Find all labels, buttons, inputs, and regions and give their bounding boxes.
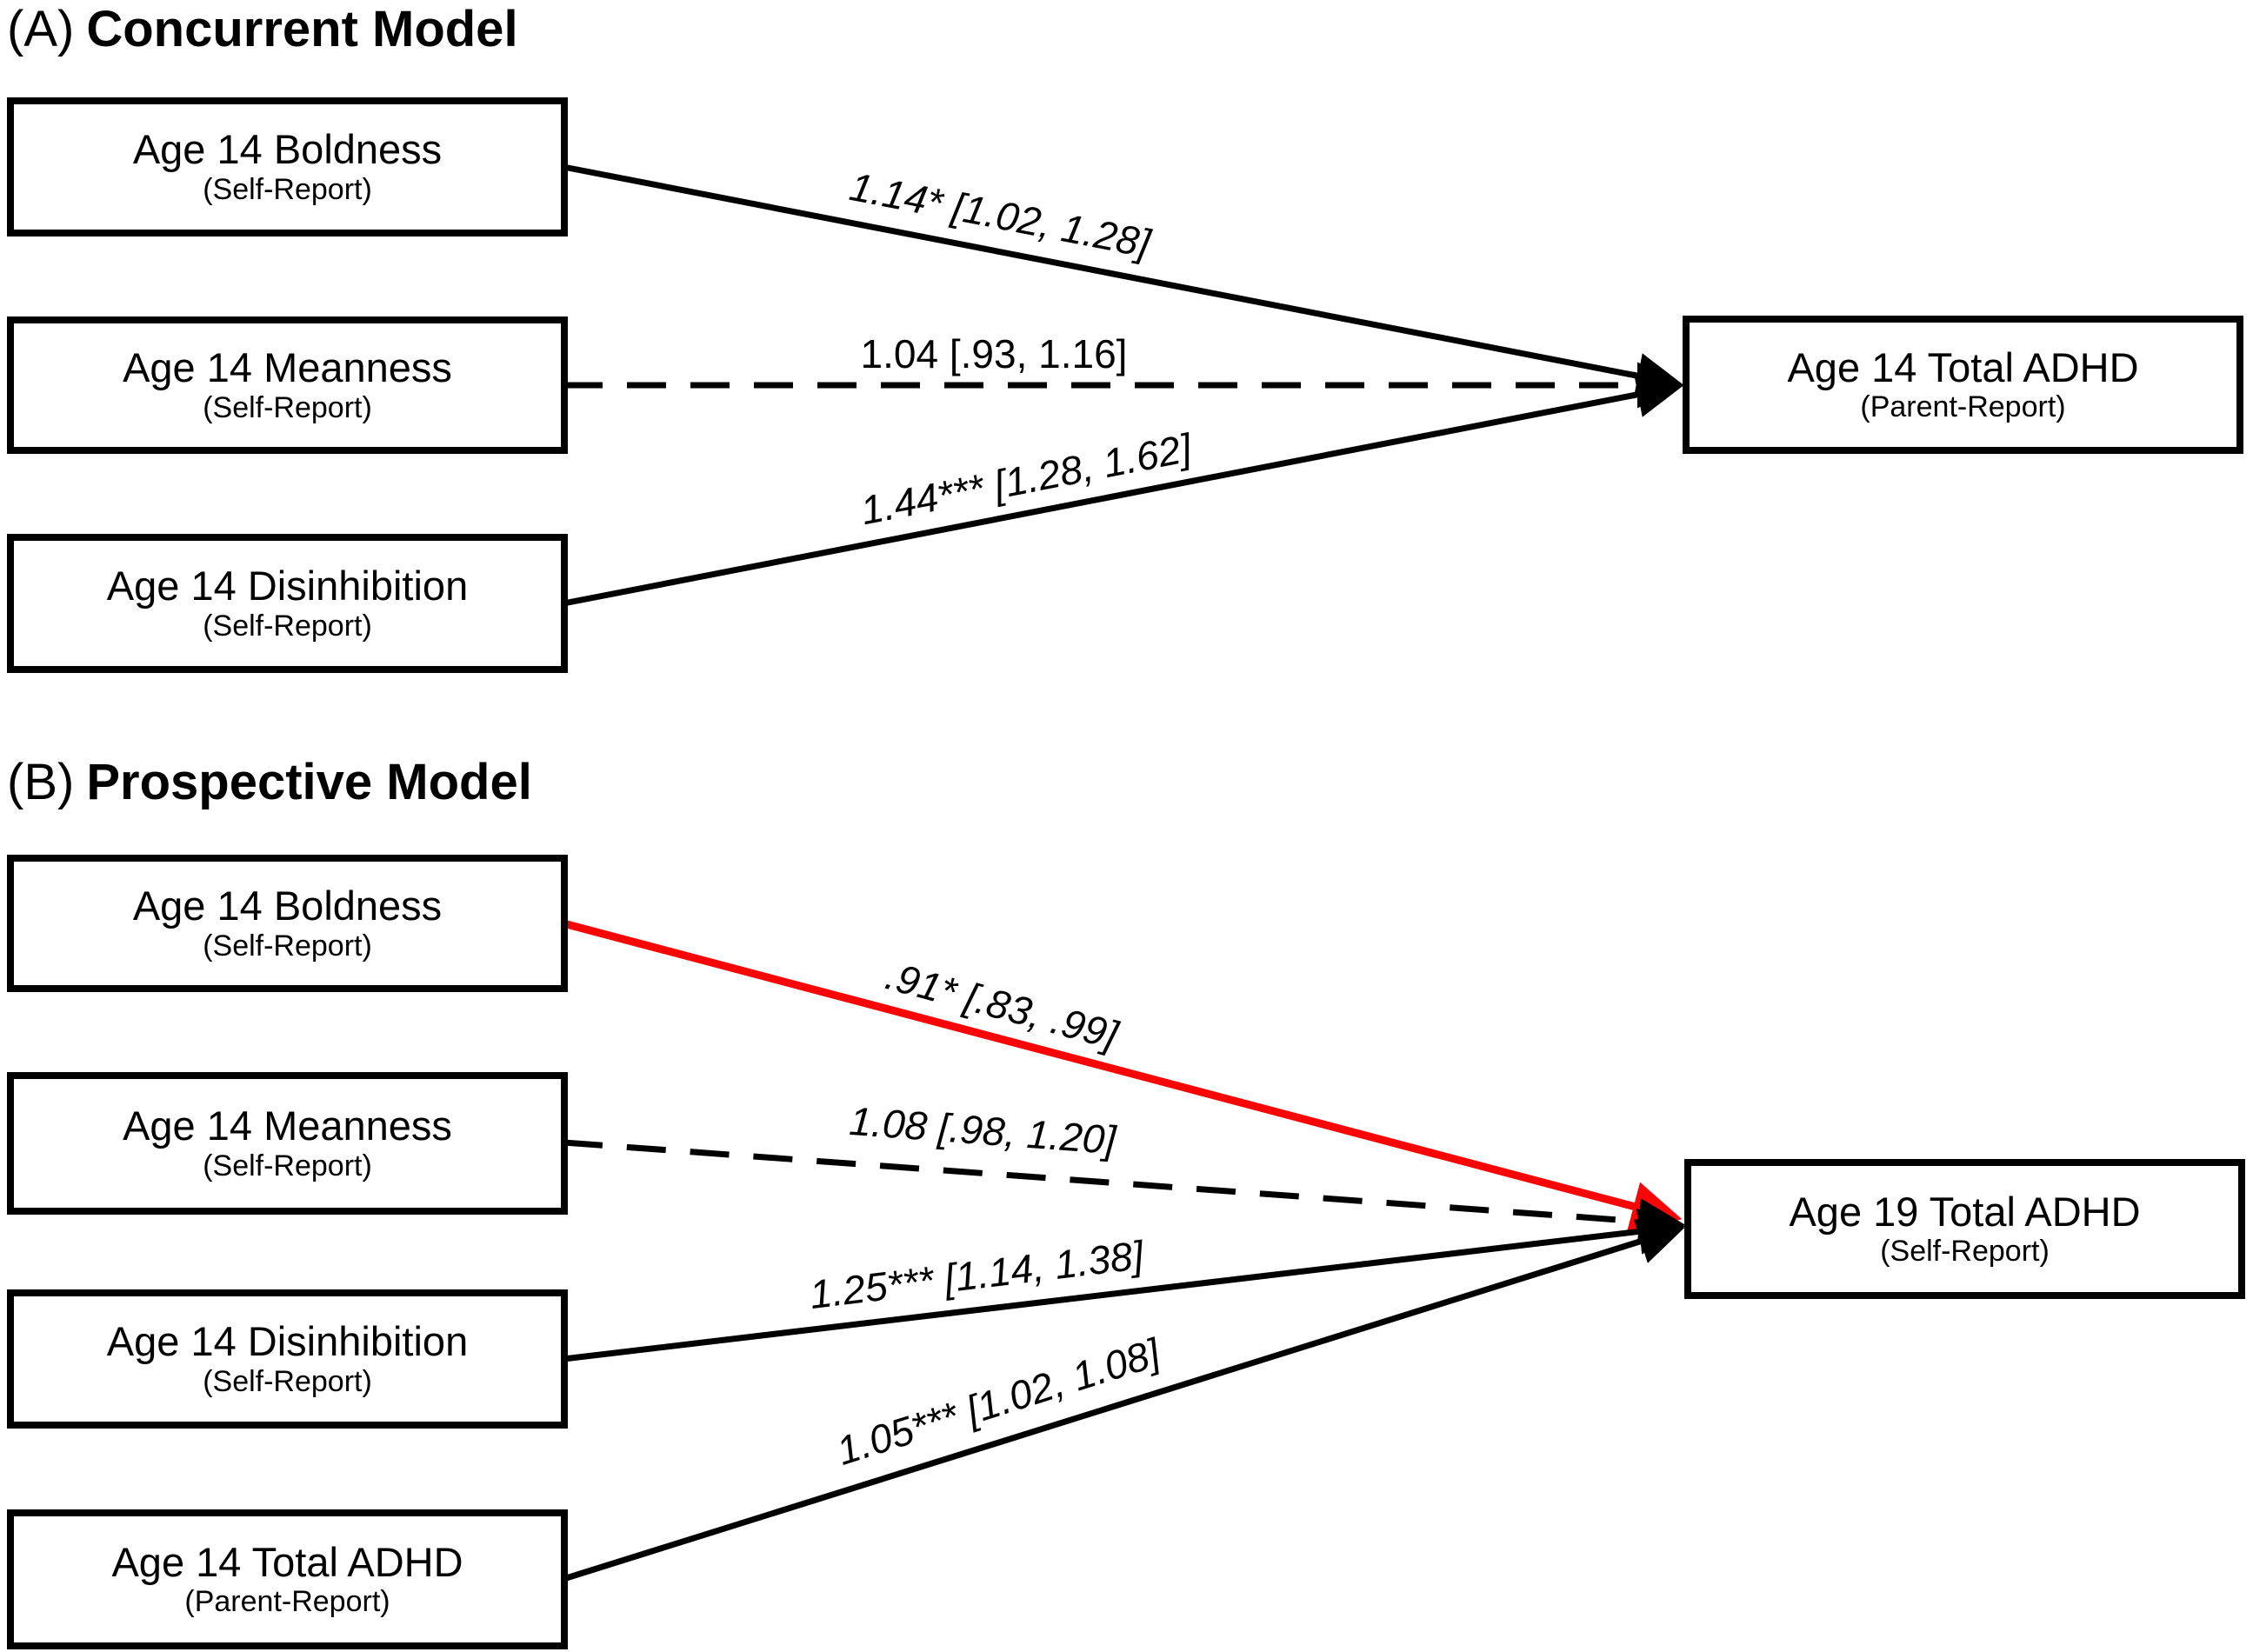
panel-b-tag: (B) bbox=[7, 754, 75, 810]
panel-a-tag: (A) bbox=[7, 1, 75, 57]
node-b-adhd14: Age 14 Total ADHD (Parent-Report) bbox=[7, 1509, 568, 1649]
panel-a-title: (A)Concurrent Model bbox=[7, 3, 518, 57]
node-title: Age 19 Total ADHD bbox=[1789, 1188, 2141, 1235]
node-subtitle: (Self-Report) bbox=[203, 1364, 372, 1398]
edge-label-a-meanness: 1.04 [.93, 1.16] bbox=[860, 331, 1128, 376]
node-a-outcome: Age 14 Total ADHD (Parent-Report) bbox=[1683, 316, 2243, 454]
arrow-b-disinhibition bbox=[563, 1208, 1685, 1362]
arrow-b-boldness-red bbox=[562, 919, 1683, 1231]
panel-b-title: (B)Prospective Model bbox=[7, 756, 532, 809]
node-b-boldness: Age 14 Boldness (Self-Report) bbox=[7, 855, 568, 992]
node-subtitle: (Parent-Report) bbox=[1860, 390, 2066, 424]
node-title: Age 14 Boldness bbox=[132, 883, 443, 929]
node-title: Age 14 Disinhibition bbox=[106, 563, 469, 610]
node-title: Age 14 Disinhibition bbox=[106, 1318, 469, 1365]
panel-b-name: Prospective Model bbox=[86, 754, 532, 810]
node-b-meanness: Age 14 Meanness (Self-Report) bbox=[7, 1072, 568, 1215]
node-a-disinhibition: Age 14 Disinhibition (Self-Report) bbox=[7, 534, 568, 673]
node-a-boldness: Age 14 Boldness (Self-Report) bbox=[7, 97, 568, 236]
node-a-meanness: Age 14 Meanness (Self-Report) bbox=[7, 316, 568, 454]
node-title: Age 14 Meanness bbox=[123, 344, 452, 391]
arrow-a-boldness bbox=[563, 163, 1683, 399]
node-title: Age 14 Total ADHD bbox=[1787, 343, 2139, 390]
node-subtitle: (Self-Report) bbox=[1880, 1235, 2050, 1269]
panel-a-name: Concurrent Model bbox=[86, 1, 518, 57]
node-title: Age 14 Meanness bbox=[123, 1102, 452, 1149]
node-title: Age 14 Boldness bbox=[132, 126, 443, 173]
arrow-b-meanness-dashed bbox=[563, 1139, 1685, 1245]
node-subtitle: (Self-Report) bbox=[203, 172, 372, 206]
node-title: Age 14 Total ADHD bbox=[111, 1538, 463, 1585]
node-subtitle: (Self-Report) bbox=[203, 609, 372, 643]
node-subtitle: (Self-Report) bbox=[203, 390, 372, 424]
node-subtitle: (Self-Report) bbox=[203, 1149, 372, 1182]
arrow-a-disinhibition bbox=[563, 371, 1683, 607]
arrow-b-adhd14 bbox=[562, 1219, 1685, 1582]
node-b-outcome: Age 19 Total ADHD (Self-Report) bbox=[1684, 1159, 2245, 1299]
node-b-disinhibition: Age 14 Disinhibition (Self-Report) bbox=[7, 1289, 568, 1429]
node-subtitle: (Parent-Report) bbox=[184, 1585, 390, 1619]
node-subtitle: (Self-Report) bbox=[203, 929, 372, 963]
